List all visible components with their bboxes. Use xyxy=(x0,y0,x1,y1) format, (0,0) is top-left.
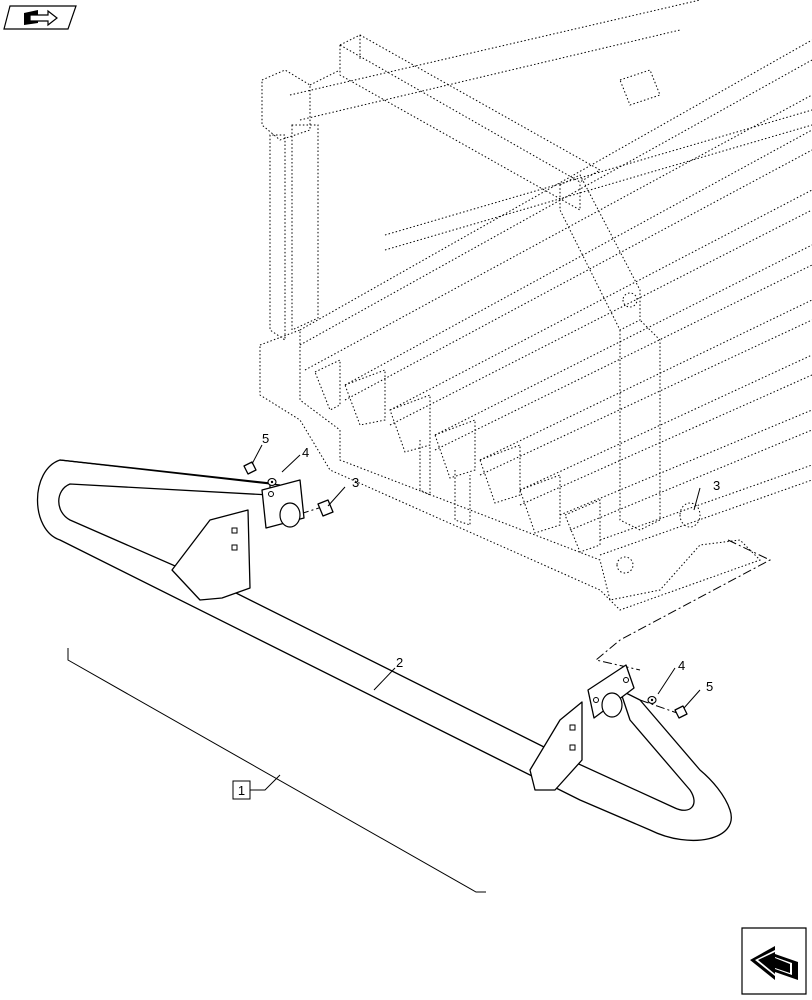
callout-item-3-right: 3 xyxy=(713,478,720,493)
right-mounting-bracket xyxy=(529,664,635,791)
callout-item-5-left: 5 xyxy=(262,431,269,446)
callout-item-4-left: 4 xyxy=(302,445,309,460)
callout-item-3-left: 3 xyxy=(352,475,359,490)
callout-item-2: 2 xyxy=(396,655,403,670)
right-hardware xyxy=(647,695,688,719)
assembly-bracket-line xyxy=(67,648,486,893)
left-mounting-bracket xyxy=(171,479,305,601)
callout-item-4-right: 4 xyxy=(678,658,685,673)
callout-item-1: 1 xyxy=(238,783,245,798)
tube-guard xyxy=(36,459,732,842)
callout-item-5-right: 5 xyxy=(706,679,713,694)
item-1-box xyxy=(232,780,251,800)
next-page-arrow-icon[interactable] xyxy=(741,927,807,995)
machine-frame xyxy=(259,0,812,611)
book-arrow-icon[interactable] xyxy=(3,5,77,30)
callout-labels: 1 2 3 3 4 4 5 5 xyxy=(232,431,720,800)
leader-lines xyxy=(250,444,701,791)
